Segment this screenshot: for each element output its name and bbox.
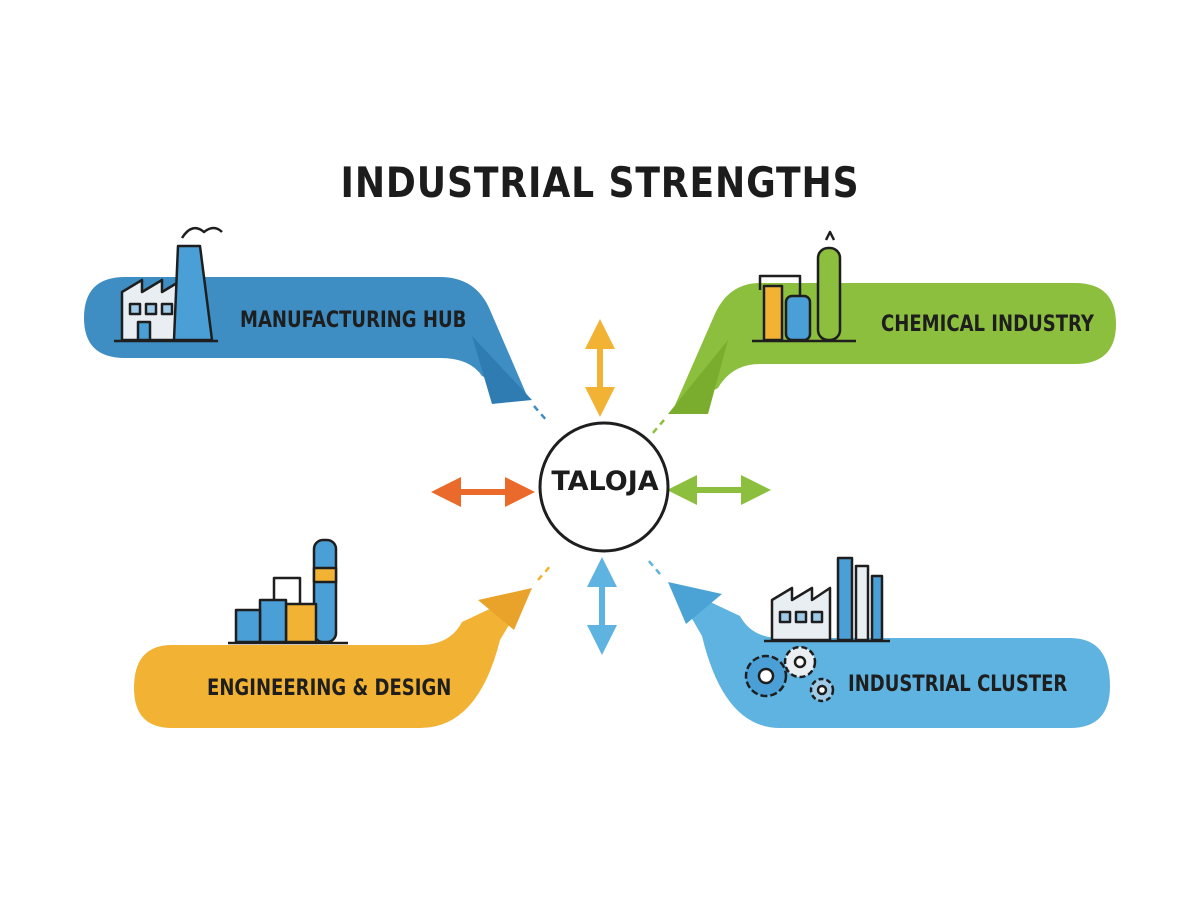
refinery-tanks-icon (228, 538, 348, 645)
chemical-label: CHEMICAL INDUSTRY (881, 312, 1095, 337)
node-manufacturing (84, 226, 549, 423)
engineering-connector (537, 563, 553, 581)
page-title: INDUSTRIAL STRENGTHS (340, 158, 860, 207)
center-circle (538, 421, 670, 553)
node-cluster (647, 556, 1110, 728)
cluster-arrowhead (668, 582, 722, 624)
engineering-pill (134, 590, 530, 728)
engineering-label: ENGINEERING & DESIGN (207, 676, 452, 701)
factory-gears-icon (744, 556, 890, 703)
chemical-connector (651, 419, 665, 435)
engineering-arrowhead (478, 588, 532, 630)
cluster-label: INDUSTRIAL CLUSTER (848, 672, 1068, 697)
node-chemical (651, 230, 1116, 435)
chemical-pill (672, 283, 1116, 412)
factory-smokestack-icon (114, 226, 223, 343)
node-engineering (134, 538, 553, 728)
chemical-arrowhead (668, 340, 728, 414)
manufacturing-connector (533, 405, 549, 423)
cluster-connector (647, 559, 661, 575)
manufacturing-arrowhead (472, 336, 532, 404)
chemical-plant-icon (752, 230, 856, 343)
cluster-pill (672, 584, 1110, 728)
manufacturing-label: MANUFACTURING HUB (240, 308, 467, 333)
center-label: TALOJA (551, 466, 659, 497)
